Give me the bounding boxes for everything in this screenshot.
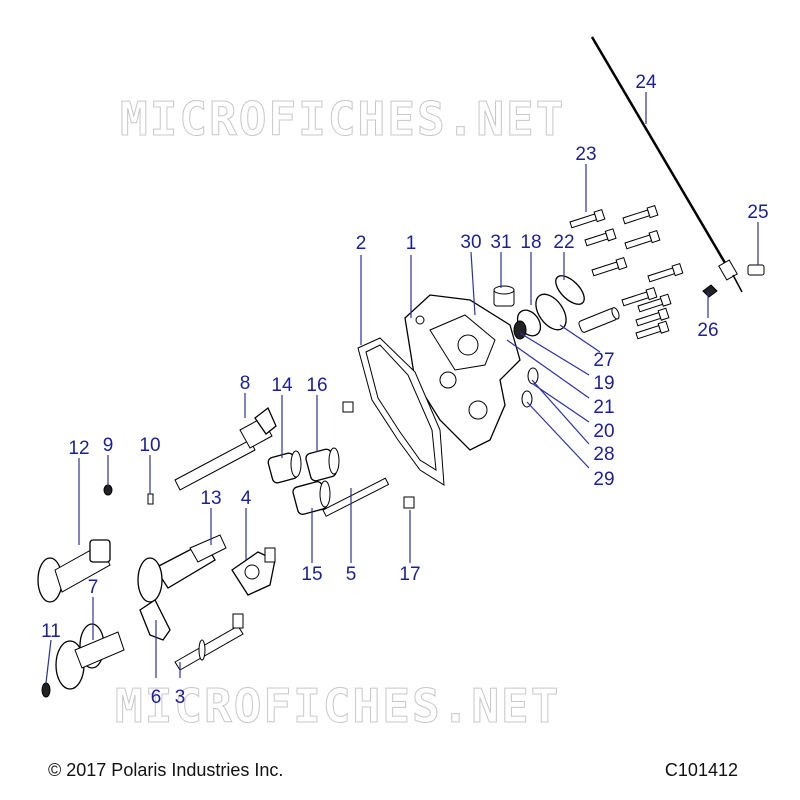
watermark-top: MICROFICHES.NET	[120, 92, 565, 146]
callout-24: 24	[635, 72, 657, 93]
part-1-cover	[404, 294, 521, 451]
part-4-cam	[231, 547, 276, 596]
leader-lines	[45, 92, 759, 684]
callout-12: 12	[68, 438, 89, 459]
callout-28: 28	[593, 444, 614, 465]
callout-17: 17	[399, 564, 420, 585]
callout-20: 20	[593, 421, 614, 442]
part-31-bushing	[493, 285, 515, 307]
callout-4: 4	[241, 488, 252, 509]
part-24-rod	[590, 36, 743, 293]
figure-id: C101412	[664, 760, 738, 780]
part-23-bolts	[569, 204, 684, 340]
part-8-shaft	[174, 406, 277, 491]
callout-22: 22	[553, 232, 574, 253]
part-22-ring	[555, 275, 585, 305]
callout-15: 15	[301, 564, 322, 585]
callout-10: 10	[139, 435, 160, 456]
part-27-sleeve	[578, 307, 620, 333]
callout-2: 2	[356, 233, 367, 254]
callout-8: 8	[240, 373, 251, 394]
callout-21: 21	[593, 397, 614, 418]
watermark-bottom: MICROFICHES.NET	[115, 679, 560, 733]
callout-13: 13	[200, 488, 221, 509]
callout-29: 29	[593, 469, 614, 490]
part-14-15-16-bearings	[267, 447, 340, 515]
callout-14: 14	[271, 375, 293, 396]
part-2-gasket	[357, 337, 445, 486]
callout-6: 6	[151, 687, 162, 708]
part-13-shaft	[137, 534, 227, 603]
callout-1: 1	[406, 233, 417, 254]
callout-9: 9	[103, 435, 114, 456]
callout-3: 3	[175, 687, 186, 708]
part-20-28-29	[521, 367, 539, 408]
part-12-gear	[37, 539, 111, 603]
part-25-plug	[747, 264, 765, 276]
callout-5: 5	[346, 564, 357, 585]
callouts: 1 2 3 4 5 6 7 8 9 10 11 12 13 14 15 16 1…	[41, 72, 768, 708]
callout-19: 19	[593, 373, 614, 394]
callout-31: 31	[490, 232, 511, 253]
callout-25: 25	[747, 202, 768, 223]
callout-18: 18	[520, 232, 541, 253]
callout-23: 23	[575, 144, 596, 165]
part-3-shaft	[174, 613, 244, 671]
part-5-shaft	[322, 477, 390, 517]
callout-27: 27	[593, 350, 614, 371]
part-6-lever	[139, 599, 171, 641]
callout-11: 11	[41, 621, 61, 642]
copyright-text: © 2017 Polaris Industries Inc.	[48, 760, 284, 780]
callout-30: 30	[460, 232, 481, 253]
callout-26: 26	[697, 320, 718, 341]
callout-7: 7	[88, 577, 99, 598]
part-26-fitting	[702, 284, 718, 298]
part-small-blocks	[342, 401, 415, 509]
part-7-gear-cluster	[55, 623, 125, 690]
callout-16: 16	[306, 375, 327, 396]
